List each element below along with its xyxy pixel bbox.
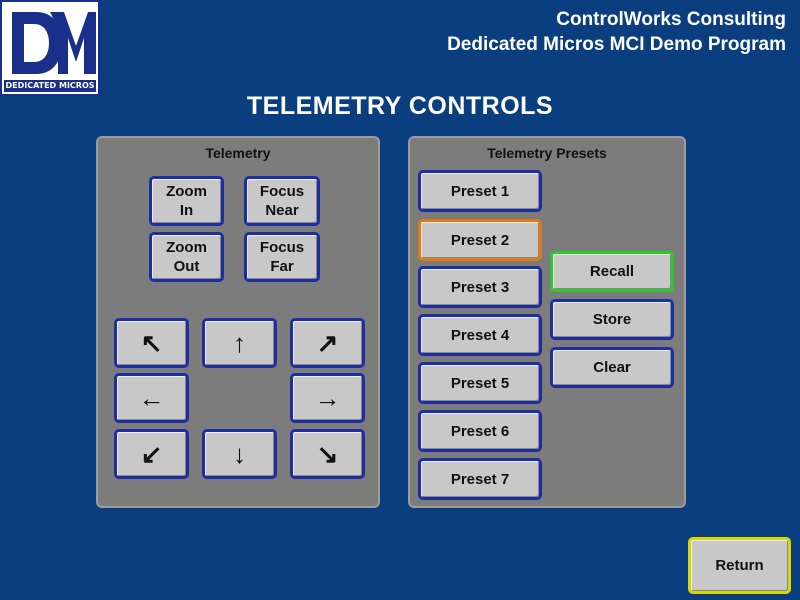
store-label: Store (592, 311, 632, 328)
pan-up-left-button[interactable]: ↖ (114, 318, 189, 368)
dedicated-micros-logo: DEDICATED MICROS (0, 0, 100, 96)
arrow-right-icon: → (314, 383, 341, 413)
preset-5-button[interactable]: Preset 5 (418, 362, 542, 404)
preset-4-label: Preset 4 (450, 326, 510, 344)
pan-up-right-button[interactable]: ↗ (290, 318, 365, 368)
preset-3-button[interactable]: Preset 3 (418, 266, 542, 308)
zoom-out-label-line2: Out (173, 258, 200, 275)
clear-button[interactable]: Clear (550, 347, 674, 388)
store-button[interactable]: Store (550, 299, 674, 340)
preset-7-button[interactable]: Preset 7 (418, 458, 542, 500)
preset-2-label: Preset 2 (450, 231, 510, 249)
pan-left-button[interactable]: ← (114, 373, 189, 423)
focus-near-label-line1: Focus (259, 183, 305, 200)
arrow-down-icon: ↓ (233, 439, 246, 469)
arrow-down-right-icon: ↘ (316, 439, 339, 469)
arrow-left-icon: ← (138, 383, 165, 413)
zoom-in-button[interactable]: Zoom In (149, 176, 224, 226)
preset-6-label: Preset 6 (450, 422, 510, 440)
program-name: Dedicated Micros MCI Demo Program (447, 34, 786, 55)
focus-far-label-line2: Far (270, 258, 294, 275)
arrow-up-icon: ↑ (233, 328, 246, 358)
preset-7-label: Preset 7 (450, 470, 510, 488)
focus-far-label-line1: Focus (259, 239, 305, 256)
recall-button[interactable]: Recall (550, 251, 674, 292)
company-name: ControlWorks Consulting (556, 9, 786, 30)
pan-down-right-button[interactable]: ↘ (290, 429, 365, 479)
focus-far-button[interactable]: Focus Far (244, 232, 320, 282)
recall-label: Recall (589, 263, 635, 280)
preset-6-button[interactable]: Preset 6 (418, 410, 542, 452)
page-title: TELEMETRY CONTROLS (246, 92, 554, 120)
return-label: Return (715, 557, 764, 574)
preset-1-button[interactable]: Preset 1 (418, 170, 542, 212)
arrow-down-left-icon: ↙ (140, 439, 163, 469)
telemetry-panel-title: Telemetry (205, 145, 271, 161)
arrow-up-right-icon: ↗ (316, 328, 339, 358)
focus-near-button[interactable]: Focus Near (244, 176, 320, 226)
pan-down-button[interactable]: ↓ (202, 429, 277, 479)
pan-up-button[interactable]: ↑ (202, 318, 277, 368)
focus-near-label-line2: Near (265, 202, 299, 219)
logo-wordmark: DEDICATED MICROS (4, 80, 96, 92)
arrow-up-left-icon: ↖ (140, 328, 163, 358)
presets-panel-title: Telemetry Presets (487, 145, 607, 161)
telemetry-panel: Telemetry Zoom In Focus Near Zoom Out Fo… (96, 136, 380, 508)
preset-2-button[interactable]: Preset 2 (418, 219, 542, 261)
preset-4-button[interactable]: Preset 4 (418, 314, 542, 356)
telemetry-presets-panel: Telemetry Presets Preset 1 Preset 2 Pres… (408, 136, 686, 508)
zoom-out-button[interactable]: Zoom Out (149, 232, 224, 282)
zoom-out-label-line1: Zoom (166, 239, 207, 256)
preset-3-label: Preset 3 (450, 278, 510, 296)
zoom-in-label-line2: In (179, 202, 194, 219)
return-button[interactable]: Return (688, 537, 791, 594)
clear-label: Clear (593, 359, 631, 376)
zoom-in-label-line1: Zoom (166, 183, 207, 200)
dm-logo-icon (12, 12, 96, 74)
pan-down-left-button[interactable]: ↙ (114, 429, 189, 479)
preset-1-label: Preset 1 (450, 182, 510, 200)
pan-right-button[interactable]: → (290, 373, 365, 423)
preset-5-label: Preset 5 (450, 374, 510, 392)
